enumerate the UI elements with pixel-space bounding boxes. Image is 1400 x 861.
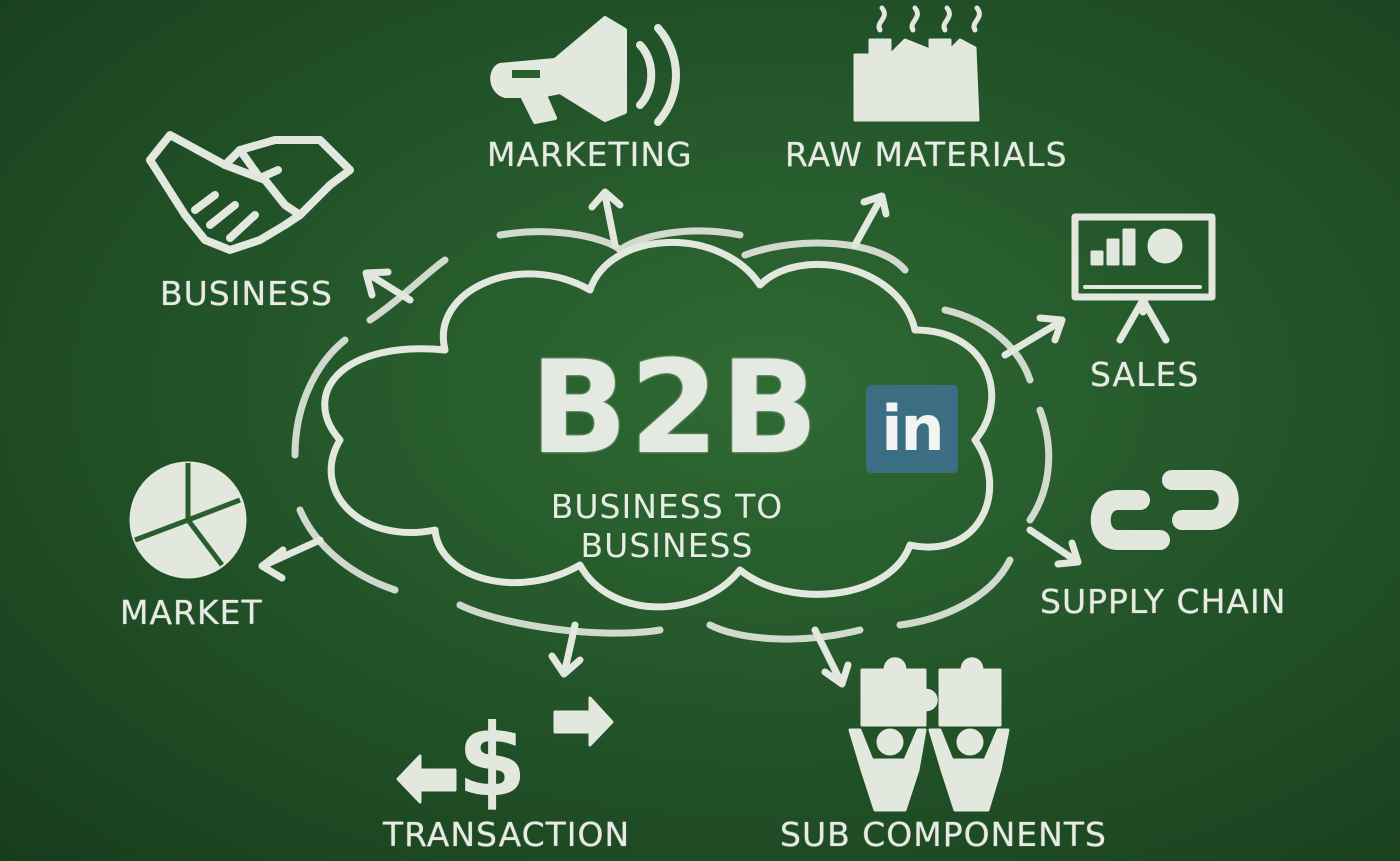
label-supply-chain: SUPPLY CHAIN bbox=[1040, 582, 1287, 621]
svg-text:$: $ bbox=[457, 702, 527, 819]
outer-arc bbox=[366, 256, 449, 324]
b2b-title: B2B bbox=[530, 334, 821, 483]
megaphone-icon bbox=[490, 16, 680, 126]
arrow bbox=[588, 188, 624, 249]
outer-arc bbox=[496, 227, 744, 254]
outer-arc bbox=[941, 306, 1034, 384]
label-raw-materials: RAW MATERIALS bbox=[785, 135, 1068, 174]
outer-arc bbox=[896, 556, 1014, 629]
label-marketing: MARKETING bbox=[487, 135, 693, 174]
arrow bbox=[1001, 314, 1066, 359]
arrow bbox=[811, 626, 852, 688]
linkedin-icon-text: in bbox=[881, 392, 944, 465]
cloud-outline bbox=[321, 239, 996, 611]
factory-icon bbox=[853, 5, 982, 122]
puzzle-people-icon bbox=[848, 657, 1010, 812]
outer-arc bbox=[456, 601, 664, 637]
b2b-subtitle: BUSINESS TO BUSINESS bbox=[550, 487, 784, 565]
arrow bbox=[258, 536, 324, 582]
handshake-icon bbox=[146, 131, 354, 254]
outer-arc bbox=[1026, 406, 1053, 524]
pie-chart-icon bbox=[129, 461, 247, 579]
outer-arc bbox=[296, 506, 399, 594]
arrow bbox=[1026, 526, 1082, 568]
label-business: BUSINESS bbox=[160, 274, 333, 313]
label-transaction: TRANSACTION bbox=[383, 815, 631, 854]
dollar-exchange-icon: $ bbox=[396, 696, 614, 819]
linkedin-icon[interactable]: in bbox=[866, 385, 958, 473]
presentation-board-icon bbox=[1071, 213, 1216, 344]
outer-arc bbox=[291, 336, 349, 459]
outer-arc bbox=[741, 239, 909, 274]
outer-arc bbox=[706, 621, 864, 643]
arrow bbox=[851, 192, 890, 249]
arrow bbox=[362, 268, 414, 304]
chain-link-icon bbox=[1090, 470, 1239, 550]
label-sub-components: SUB COMPONENTS bbox=[780, 815, 1107, 854]
arrow bbox=[548, 621, 584, 678]
label-sales: SALES bbox=[1090, 355, 1200, 394]
label-market: MARKET bbox=[120, 593, 263, 632]
